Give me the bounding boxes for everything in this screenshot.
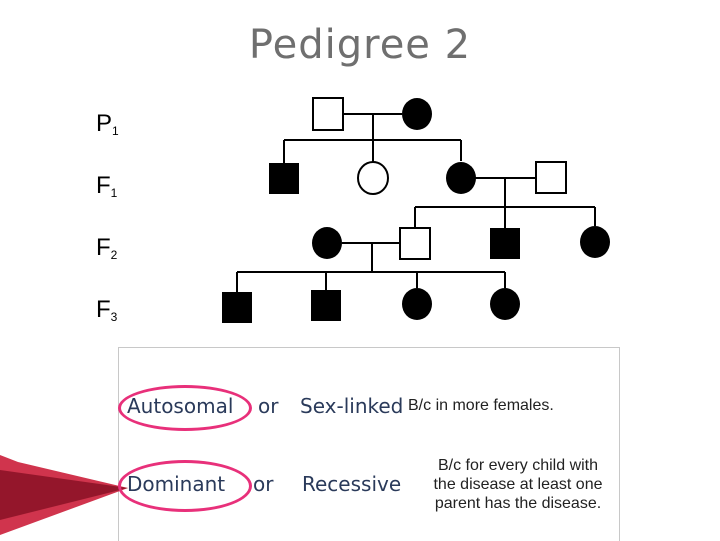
option-sex-linked: Sex-linked — [300, 394, 404, 418]
affected-male — [222, 292, 252, 323]
generation-label-f1: F1 — [96, 172, 118, 200]
decorative-arrow-icon — [0, 455, 128, 535]
affected-male — [269, 163, 299, 194]
unaffected-male — [535, 161, 567, 194]
affected-female — [490, 288, 520, 320]
affected-female — [402, 288, 432, 320]
generation-label-f2: F2 — [96, 234, 118, 262]
page-title: Pedigree 2 — [248, 22, 472, 68]
option-autosomal: Autosomal — [127, 394, 234, 418]
option-recessive: Recessive — [302, 472, 402, 496]
generation-label-p1: P1 — [96, 110, 119, 138]
affected-male — [311, 290, 341, 321]
answer-box — [118, 347, 620, 541]
generation-label-f3: F3 — [96, 296, 118, 324]
option-dominant: Dominant — [127, 472, 226, 496]
or-label: or — [253, 472, 274, 496]
affected-female — [446, 162, 476, 194]
affected-female — [312, 227, 342, 259]
highlight-ring-dominant — [118, 460, 252, 512]
affected-female — [402, 98, 432, 130]
reason-row1: B/c in more females. — [408, 397, 554, 414]
pedigree-lines — [236, 113, 596, 292]
pedigree-chart — [222, 97, 610, 323]
highlight-ring-autosomal — [118, 385, 252, 431]
unaffected-male — [399, 227, 431, 260]
reason-row2: B/c for every child with the disease at … — [433, 457, 603, 512]
affected-male — [490, 228, 520, 259]
unaffected-female — [357, 161, 389, 195]
affected-female — [580, 226, 610, 258]
unaffected-male — [312, 97, 344, 131]
or-label: or — [258, 394, 279, 418]
